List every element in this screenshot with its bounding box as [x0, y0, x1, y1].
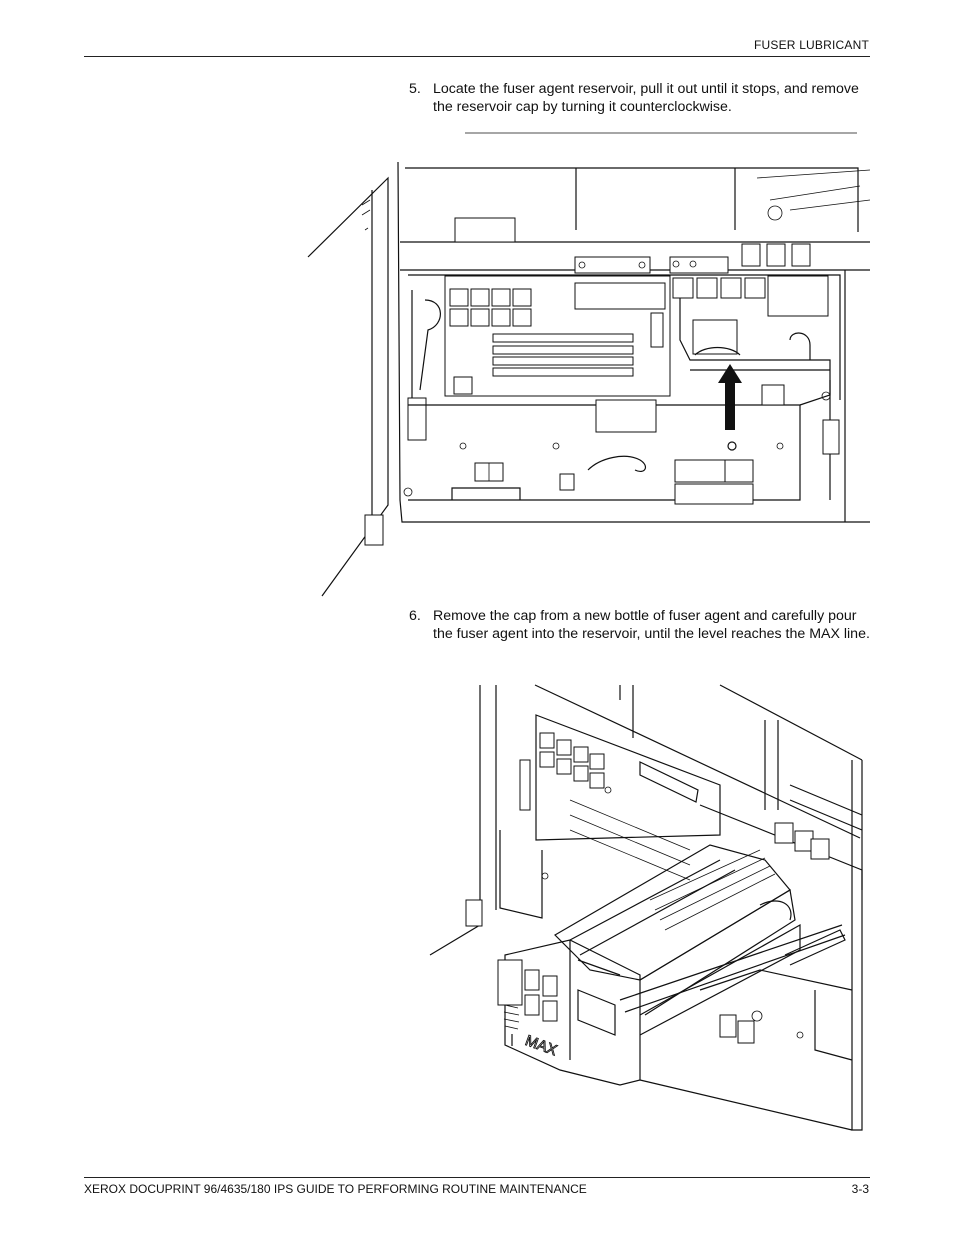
step-5-number: 5.	[409, 81, 421, 97]
header-rule	[84, 56, 870, 57]
footer-rule	[84, 1177, 870, 1178]
step-6-number: 6.	[409, 608, 421, 624]
step-6: 6. Remove the cap from a new bottle of f…	[409, 608, 879, 643]
running-header: FUSER LUBRICANT	[753, 38, 869, 52]
step-5-text: Locate the fuser agent reservoir, pull i…	[433, 81, 859, 115]
step-6-text: Remove the cap from a new bottle of fuse…	[433, 608, 870, 642]
step-5: 5. Locate the fuser agent reservoir, pul…	[409, 81, 879, 116]
footer-page-number: 3-3	[851, 1182, 869, 1196]
footer-document-title: XEROX DOCUPRINT 96/4635/180 IPS GUIDE TO…	[84, 1182, 587, 1196]
